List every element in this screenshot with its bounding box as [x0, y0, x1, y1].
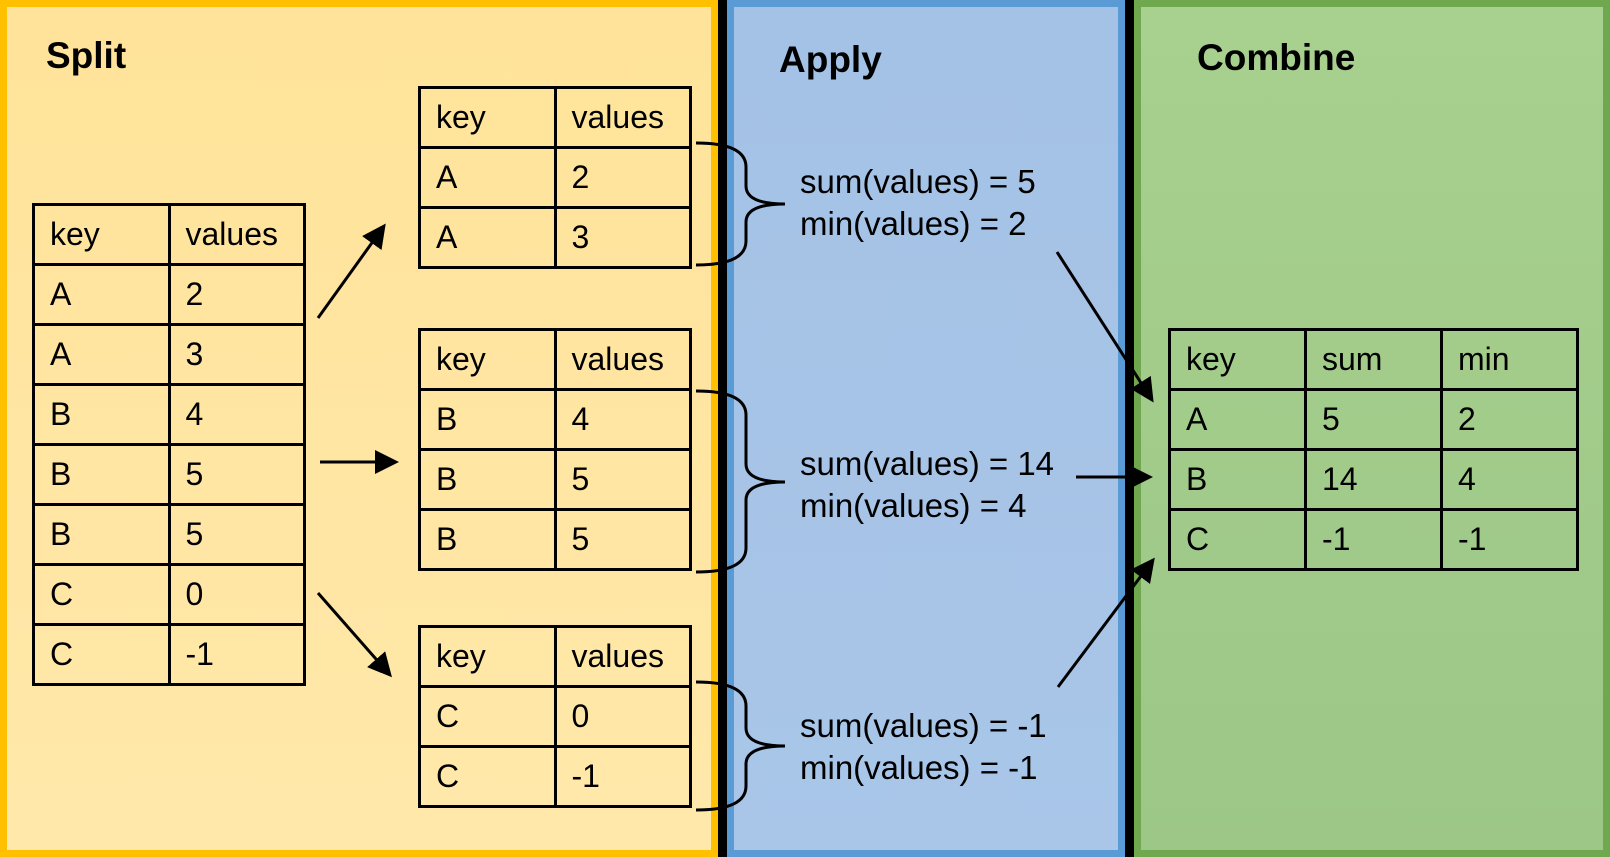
- table-cell: B: [32, 503, 171, 566]
- table-cell: 2: [167, 263, 306, 326]
- apply-result-group-c: sum(values) = -1 min(values) = -1: [800, 705, 1047, 789]
- table-cell: B: [418, 388, 557, 451]
- min-result-c: min(values) = -1: [800, 749, 1038, 786]
- table-cell: -1: [1304, 508, 1443, 571]
- table-cell: C: [32, 563, 171, 626]
- table-cell: 5: [167, 503, 306, 566]
- sum-result-b: sum(values) = 14: [800, 445, 1055, 482]
- table-cell: B: [418, 508, 557, 571]
- table-cell: 4: [167, 383, 306, 446]
- combine-title: Combine: [1197, 37, 1356, 78]
- table-cell: -1: [553, 745, 692, 808]
- table-cell: 5: [553, 448, 692, 511]
- column-header-cell: key: [1168, 328, 1307, 391]
- table-cell: 3: [553, 206, 692, 269]
- table-cell: C: [418, 685, 557, 748]
- table-cell: A: [418, 206, 557, 269]
- table-cell: C: [1168, 508, 1307, 571]
- column-header-cell: values: [553, 86, 692, 149]
- table-cell: B: [1168, 448, 1307, 511]
- column-header-cell: values: [553, 625, 692, 688]
- column-header-cell: values: [553, 328, 692, 391]
- apply-result-group-a: sum(values) = 5 min(values) = 2: [800, 161, 1036, 245]
- table-cell: C: [418, 745, 557, 808]
- table-cell: B: [418, 448, 557, 511]
- column-header-cell: values: [167, 203, 306, 266]
- table-cell: 4: [553, 388, 692, 451]
- table-cell: A: [32, 323, 171, 386]
- table-cell: C: [32, 623, 171, 686]
- table-cell: 3: [167, 323, 306, 386]
- table-row: C-1: [418, 745, 692, 808]
- column-header-cell: key: [32, 203, 171, 266]
- table-cell: 2: [1440, 388, 1579, 451]
- table-cell: 5: [167, 443, 306, 506]
- table-cell: 2: [553, 146, 692, 209]
- column-header-cell: key: [418, 86, 557, 149]
- table-cell: -1: [1440, 508, 1579, 571]
- sum-result-c: sum(values) = -1: [800, 707, 1047, 744]
- table-cell: 0: [167, 563, 306, 626]
- table-row: C-1: [32, 623, 306, 686]
- apply-title: Apply: [779, 39, 882, 80]
- column-header-cell: min: [1440, 328, 1579, 391]
- table-cell: -1: [167, 623, 306, 686]
- table-cell: 14: [1304, 448, 1443, 511]
- table-row: C-1-1: [1168, 508, 1579, 571]
- split-title: Split: [46, 35, 127, 76]
- sum-result-a: sum(values) = 5: [800, 163, 1036, 200]
- table-cell: B: [32, 383, 171, 446]
- column-header-cell: key: [418, 625, 557, 688]
- table-cell: A: [32, 263, 171, 326]
- column-header-cell: key: [418, 328, 557, 391]
- table-cell: A: [1168, 388, 1307, 451]
- apply-result-group-b: sum(values) = 14 min(values) = 4: [800, 443, 1054, 527]
- table-cell: 5: [553, 508, 692, 571]
- table-cell: A: [418, 146, 557, 209]
- min-result-a: min(values) = 2: [800, 205, 1027, 242]
- table-cell: 5: [1304, 388, 1443, 451]
- table-cell: 0: [553, 685, 692, 748]
- column-header-cell: sum: [1304, 328, 1443, 391]
- table-cell: 4: [1440, 448, 1579, 511]
- min-result-b: min(values) = 4: [800, 487, 1027, 524]
- table-cell: B: [32, 443, 171, 506]
